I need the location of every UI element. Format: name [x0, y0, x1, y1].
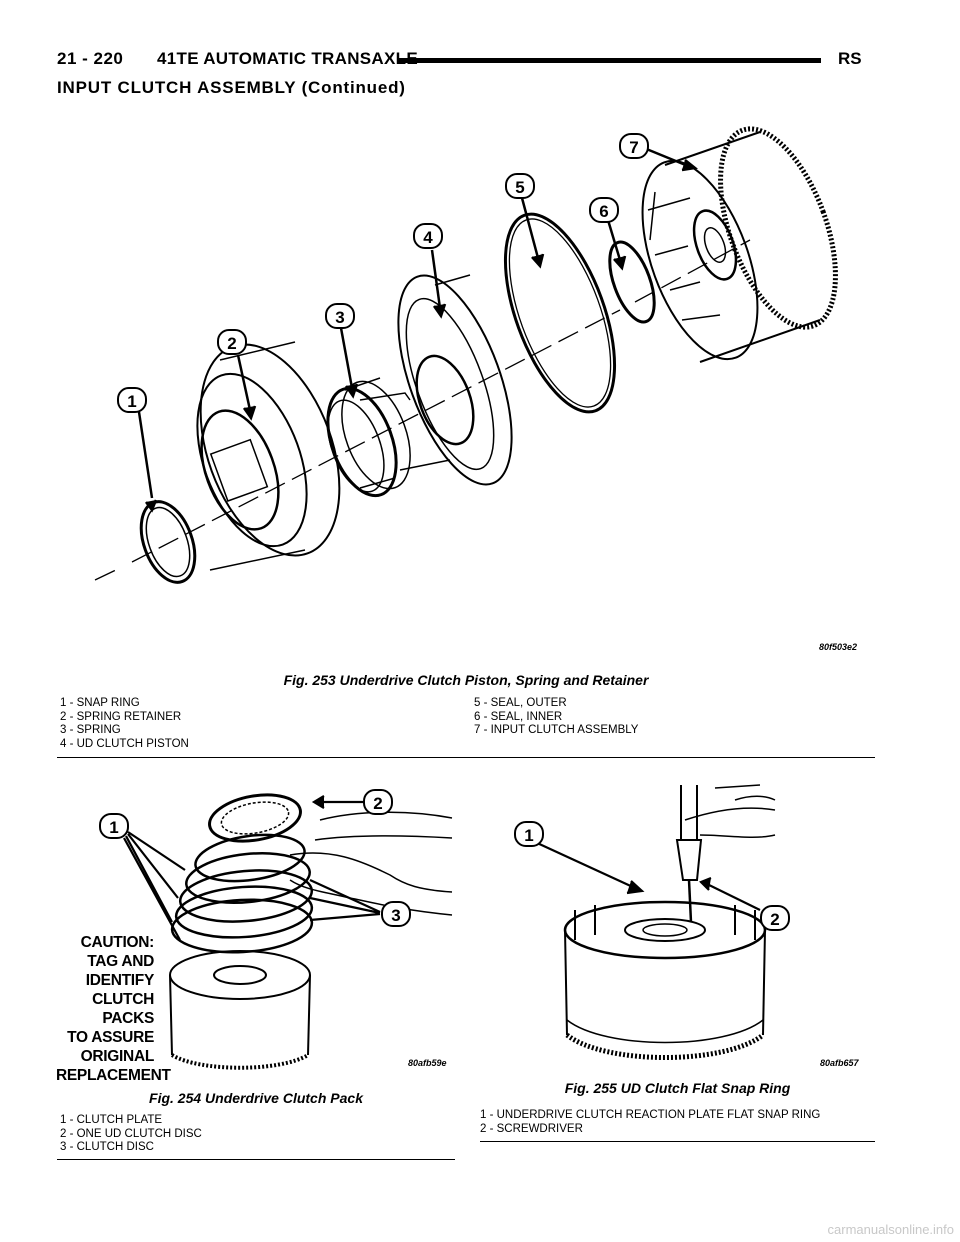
header-code: RS — [838, 49, 862, 68]
callout-6: 6 — [599, 202, 608, 221]
fig253-art-code: 80f503e2 — [819, 642, 858, 652]
header-rule — [397, 58, 821, 63]
fig254-legend: 1 - CLUTCH PLATE 2 - ONE UD CLUTCH DISC … — [60, 1114, 202, 1155]
callout-2: 2 — [373, 794, 382, 813]
legend-item: 1 - UNDERDRIVE CLUTCH REACTION PLATE FLA… — [480, 1109, 821, 1121]
callout-2: 2 — [227, 334, 236, 353]
legend-item: 2 - ONE UD CLUTCH DISC — [60, 1127, 202, 1140]
fig254-art-code: 80afb59e — [408, 1058, 447, 1068]
callout-3: 3 — [391, 906, 400, 925]
spring-part — [326, 377, 411, 498]
callout-3: 3 — [335, 308, 344, 327]
legend-item: 4 - UD CLUTCH PISTON — [60, 737, 189, 750]
callout-4: 4 — [423, 228, 433, 247]
input-clutch-assembly-part — [641, 126, 838, 363]
fig255-caption: Fig. 255 UD Clutch Flat Snap Ring — [564, 1080, 791, 1096]
watermark: carmanualsonline.info — [827, 1222, 954, 1237]
fig253-caption: Fig. 253 Underdrive Clutch Piston, Sprin… — [283, 672, 649, 688]
legend-item: 1 - SNAP RING — [60, 697, 140, 709]
fig255-rule — [480, 1141, 875, 1142]
section-title: INPUT CLUTCH ASSEMBLY (Continued) — [57, 78, 406, 97]
legend-item: 2 - SPRING RETAINER — [60, 710, 182, 723]
callout-7: 7 — [629, 138, 638, 157]
fig253-legend-left: 1 - SNAP RING 2 - SPRING RETAINER 3 - SP… — [60, 697, 189, 751]
fig254-rule — [57, 1159, 455, 1160]
manual-title: 41TE AUTOMATIC TRANSAXLE — [157, 49, 418, 68]
legend-item: 1 - CLUTCH PLATE — [60, 1114, 163, 1126]
callout-1: 1 — [109, 818, 118, 837]
callout-2: 2 — [770, 910, 779, 929]
fig255-art-code: 80afb657 — [820, 1058, 859, 1068]
legend-item: 3 - SPRING — [60, 724, 121, 736]
legend-item: 3 - CLUTCH DISC — [60, 1141, 154, 1153]
inner-seal-part — [608, 240, 656, 324]
legend-item: 5 - SEAL, OUTER — [474, 697, 567, 709]
fig254-caption: Fig. 254 Underdrive Clutch Pack — [149, 1090, 363, 1106]
page-number: 21 - 220 — [57, 49, 124, 68]
legend-item: 6 - SEAL, INNER — [474, 710, 563, 723]
callout-5: 5 — [515, 178, 524, 197]
callout-1: 1 — [127, 392, 136, 411]
fig253-illustration: 1 2 3 4 5 6 7 — [94, 126, 838, 584]
fig253-legend-right: 5 - SEAL, OUTER 6 - SEAL, INNER 7 - INPU… — [474, 697, 638, 738]
caution-note: CAUTION: TAG AND IDENTIFY CLUTCH PACKS T… — [56, 934, 171, 1084]
fig253-rule — [57, 757, 875, 758]
spring-retainer-part — [196, 341, 341, 571]
legend-item: 7 - INPUT CLUTCH ASSEMBLY — [474, 724, 639, 736]
snap-ring-part — [139, 500, 197, 584]
fig255-legend: 1 - UNDERDRIVE CLUTCH REACTION PLATE FLA… — [480, 1109, 820, 1136]
legend-item: 2 - SCREWDRIVER — [480, 1122, 583, 1135]
outer-seal-part — [503, 212, 617, 414]
fig254-illustration: 1 2 3 — [99, 789, 453, 1070]
callout-1: 1 — [524, 826, 533, 845]
fig255-illustration: 1 2 — [514, 784, 790, 1060]
ud-clutch-piston-part — [397, 274, 513, 486]
